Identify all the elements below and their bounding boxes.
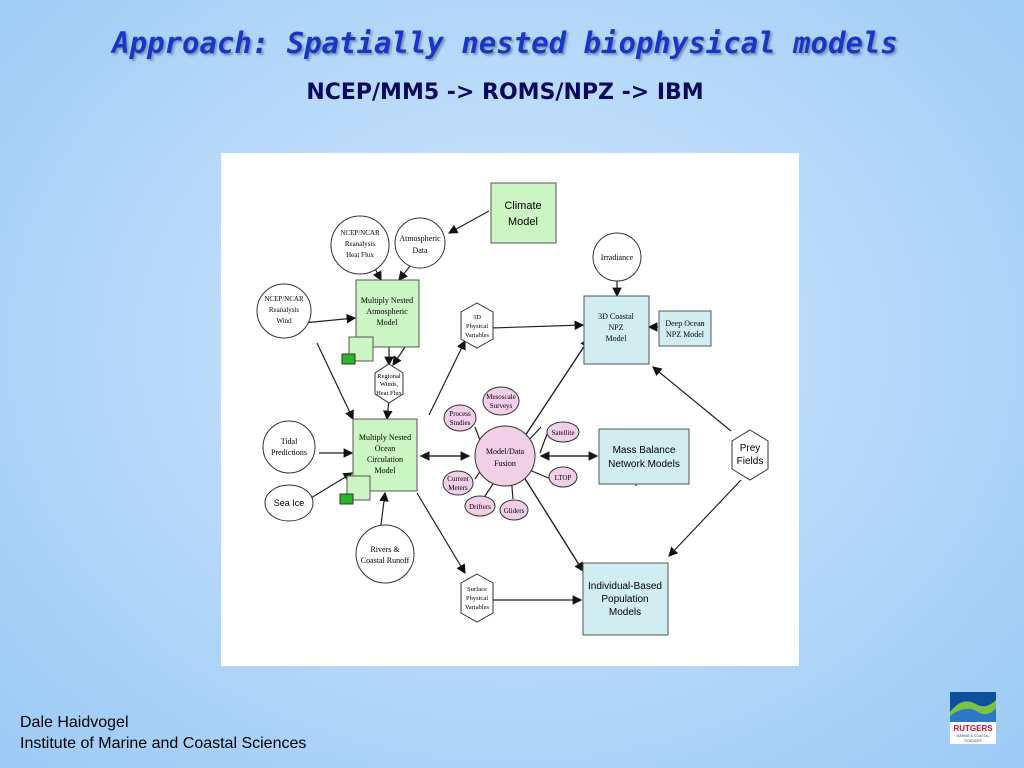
svg-text:Gliders: Gliders [504, 507, 525, 515]
svg-text:Atmospheric: Atmospheric [399, 234, 441, 243]
svg-text:Winds,: Winds, [380, 381, 399, 388]
svg-text:Surface: Surface [467, 586, 487, 593]
svg-text:3D Coastal: 3D Coastal [598, 312, 635, 321]
svg-text:Current: Current [447, 475, 468, 483]
svg-text:Heat Flux: Heat Flux [346, 251, 374, 259]
svg-text:Predictions: Predictions [271, 448, 307, 457]
svg-text:Coastal Runoff: Coastal Runoff [361, 556, 410, 565]
institute-name: Institute of Marine and Coastal Sciences [20, 735, 307, 752]
svg-text:Surveys: Surveys [490, 402, 513, 410]
svg-text:Model/Data: Model/Data [486, 447, 525, 456]
svg-text:Tidal: Tidal [281, 437, 298, 446]
svg-text:Physical: Physical [466, 595, 488, 602]
regional-winds-node: Regional Winds, Heat Flux [374, 363, 404, 404]
ltop-node: LTOP [548, 466, 578, 488]
physical-variables-3d-node: 3D Physical Variables [460, 302, 494, 349]
svg-text:Multiply Nested: Multiply Nested [361, 296, 413, 305]
model-data-fusion-node: Model/Data Fusion [474, 425, 536, 487]
process-studies-node: Process Studies [443, 404, 477, 432]
sea-ice-node: Sea Ice [264, 484, 314, 522]
irradiance-node: Irradiance [592, 232, 642, 282]
svg-text:Irradiance: Irradiance [601, 253, 634, 262]
deep-ocean-npz-box: Deep Ocean NPZ Model [658, 310, 712, 347]
svg-text:Circulation: Circulation [367, 455, 403, 464]
author-name: Dale Haidvogel [20, 714, 129, 731]
svg-text:Model: Model [508, 216, 538, 228]
svg-text:NCEP/NCAR: NCEP/NCAR [340, 229, 380, 237]
svg-text:Wind: Wind [276, 317, 292, 325]
ocean-model-box: Multiply Nested Ocean Circulation Model [339, 418, 418, 505]
svg-text:Prey: Prey [740, 443, 761, 454]
svg-text:Model: Model [606, 334, 628, 343]
ncep-heat-flux-node: NCEP/NCAR Reanalysis Heat Flux [330, 215, 390, 275]
svg-text:Mesoscale: Mesoscale [486, 393, 516, 401]
svg-text:Heat Flux: Heat Flux [376, 390, 403, 397]
npz-model-box: 3D Coastal NPZ Model [583, 295, 650, 365]
svg-text:Regional: Regional [377, 373, 401, 380]
svg-text:Drifters: Drifters [469, 503, 491, 511]
svg-text:Meters: Meters [448, 484, 468, 492]
svg-text:SCIENCES: SCIENCES [964, 739, 982, 743]
satellite-node: Satellite [546, 421, 580, 443]
rutgers-logo: RUTGERS MARINE & COASTAL SCIENCES [948, 690, 998, 746]
ibm-box: Individual-Based Population Models [582, 562, 669, 636]
svg-text:Atmospheric: Atmospheric [366, 307, 408, 316]
svg-text:Mass Balance: Mass Balance [613, 445, 676, 456]
svg-text:LTOP: LTOP [555, 474, 572, 482]
svg-text:Individual-Based: Individual-Based [588, 581, 662, 592]
svg-text:Reanalysis: Reanalysis [345, 240, 376, 248]
svg-text:Physical: Physical [466, 323, 488, 330]
svg-text:Multiply Nested: Multiply Nested [359, 433, 411, 442]
mesoscale-surveys-node: Mesoscale Surveys [482, 386, 520, 416]
svg-text:Model: Model [377, 318, 399, 327]
slide-title: Approach: Spatially nested biophysical m… [112, 26, 898, 60]
svg-text:Fields: Fields [737, 456, 764, 467]
prey-fields-node: Prey Fields [731, 429, 769, 481]
svg-text:NPZ Model: NPZ Model [666, 330, 705, 339]
model-diagram: Climate Model NCEP/NCAR Reanalysis Heat … [221, 153, 799, 666]
author-credit: Dale Haidvogel Institute of Marine and C… [20, 712, 306, 754]
svg-text:Models: Models [609, 607, 641, 618]
svg-text:Reanalysis: Reanalysis [269, 306, 300, 314]
svg-text:3D: 3D [473, 314, 481, 321]
surface-variables-node: Surface Physical Variables [460, 573, 494, 623]
svg-text:Deep Ocean: Deep Ocean [665, 319, 704, 328]
svg-text:Rivers &: Rivers & [370, 545, 400, 554]
tidal-predictions-node: Tidal Predictions [262, 420, 316, 474]
svg-text:Process: Process [449, 410, 471, 418]
svg-text:MARINE & COASTAL: MARINE & COASTAL [957, 734, 990, 738]
slide-subtitle: NCEP/MM5 -> ROMS/NPZ -> IBM [306, 80, 704, 105]
climate-model-label: Climate [504, 200, 541, 212]
drifters-node: Drifters [464, 495, 496, 517]
svg-text:NPZ: NPZ [608, 323, 623, 332]
svg-text:Model: Model [375, 466, 397, 475]
svg-text:Studies: Studies [450, 419, 471, 427]
svg-text:Satellite: Satellite [552, 429, 575, 437]
svg-text:Ocean: Ocean [375, 444, 395, 453]
svg-text:Data: Data [412, 246, 428, 255]
svg-text:Fusion: Fusion [494, 459, 516, 468]
atmospheric-data-node: Atmospheric Data [394, 217, 446, 269]
gliders-node: Gliders [499, 499, 529, 521]
svg-text:Sea Ice: Sea Ice [274, 498, 305, 508]
svg-text:Network Models: Network Models [608, 459, 680, 470]
climate-model-box: Climate Model [490, 182, 557, 244]
atmospheric-model-box: Multiply Nested Atmospheric Model [341, 279, 420, 365]
logo-wordmark: RUTGERS [953, 724, 993, 733]
rivers-runoff-node: Rivers & Coastal Runoff [355, 524, 415, 584]
svg-text:NCEP/NCAR: NCEP/NCAR [264, 295, 304, 303]
svg-text:Variables: Variables [465, 332, 490, 339]
mass-balance-box: Mass Balance Network Models [598, 428, 690, 485]
svg-text:Variables: Variables [465, 604, 490, 611]
ncep-wind-node: NCEP/NCAR Reanalysis Wind [256, 283, 312, 339]
current-meters-node: Current Meters [442, 470, 474, 496]
svg-text:Population: Population [601, 594, 648, 605]
